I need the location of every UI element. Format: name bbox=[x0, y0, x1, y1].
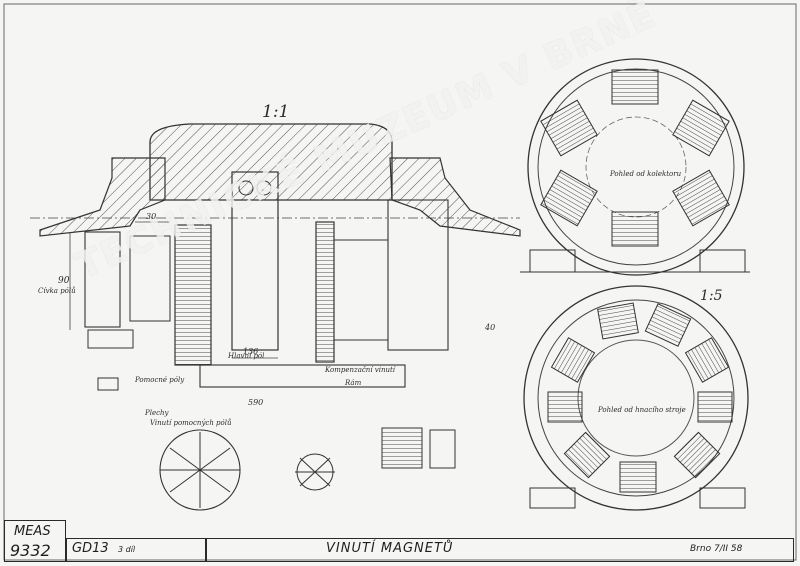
detail-bolt bbox=[97, 377, 119, 391]
label-sheet: Plechy bbox=[144, 409, 170, 417]
bolt-head-2 bbox=[256, 180, 272, 196]
label-aux-winding: Vinutí pomocných pólů bbox=[150, 418, 232, 427]
right-flange bbox=[389, 157, 521, 237]
dim-136: 136 bbox=[243, 347, 258, 356]
label-aux-poles: Pomocné póly bbox=[134, 376, 185, 384]
code-box bbox=[66, 538, 206, 562]
view-top-label: Pohled od kolektoru bbox=[609, 170, 682, 178]
end-view-bottom bbox=[523, 285, 749, 511]
bolt-head-1 bbox=[238, 180, 254, 196]
title-block: MEAS 9332 GD13 3 díl VINUTÍ MAGNETŮ Brno… bbox=[0, 520, 800, 566]
drawing-code: GD13 bbox=[72, 541, 109, 556]
drawing-title: VINUTÍ MAGNETŮ bbox=[326, 541, 454, 556]
terminal-block bbox=[84, 231, 121, 328]
detail-spokes-1 bbox=[160, 432, 240, 508]
scale-main-label: 1:1 bbox=[262, 102, 289, 122]
dim-90: 90 bbox=[58, 276, 70, 286]
archive-number: 9332 bbox=[10, 541, 51, 560]
label-main-pole: Hlavní pól bbox=[227, 352, 264, 360]
main-pole-coil bbox=[174, 224, 212, 366]
left-flange bbox=[39, 157, 166, 237]
detail-spokes-2 bbox=[295, 457, 335, 487]
frame-bottom bbox=[199, 364, 406, 388]
archive-mark: MEAS bbox=[14, 524, 51, 539]
sheet-border bbox=[3, 3, 797, 561]
terminal-bar bbox=[129, 235, 171, 322]
dim-30: 30 bbox=[146, 212, 156, 221]
label-frame: Rám bbox=[344, 379, 362, 387]
end-view-top bbox=[520, 58, 750, 276]
foot-piece bbox=[87, 329, 134, 349]
drawing-note: 3 díl bbox=[118, 545, 136, 554]
compensating-coil bbox=[315, 221, 335, 363]
view-bottom-label: Pohled od hnacího stroje bbox=[597, 406, 686, 414]
dim-40: 40 bbox=[484, 323, 495, 332]
drawing-date: Brno 7/II 58 bbox=[690, 544, 743, 554]
pole-core bbox=[231, 171, 279, 351]
dim-590: 590 bbox=[248, 398, 263, 407]
title-box bbox=[206, 538, 794, 562]
archive-box bbox=[4, 520, 66, 562]
label-left-coil: Cívka pólů bbox=[38, 286, 76, 295]
scale-secondary-label: 1:5 bbox=[700, 288, 723, 304]
housing-section bbox=[149, 123, 393, 201]
detail-block-1 bbox=[381, 427, 423, 469]
detail-block-2 bbox=[429, 429, 456, 469]
right-bracket bbox=[387, 199, 449, 351]
label-kompen: Kompenzační vinutí bbox=[324, 366, 396, 374]
